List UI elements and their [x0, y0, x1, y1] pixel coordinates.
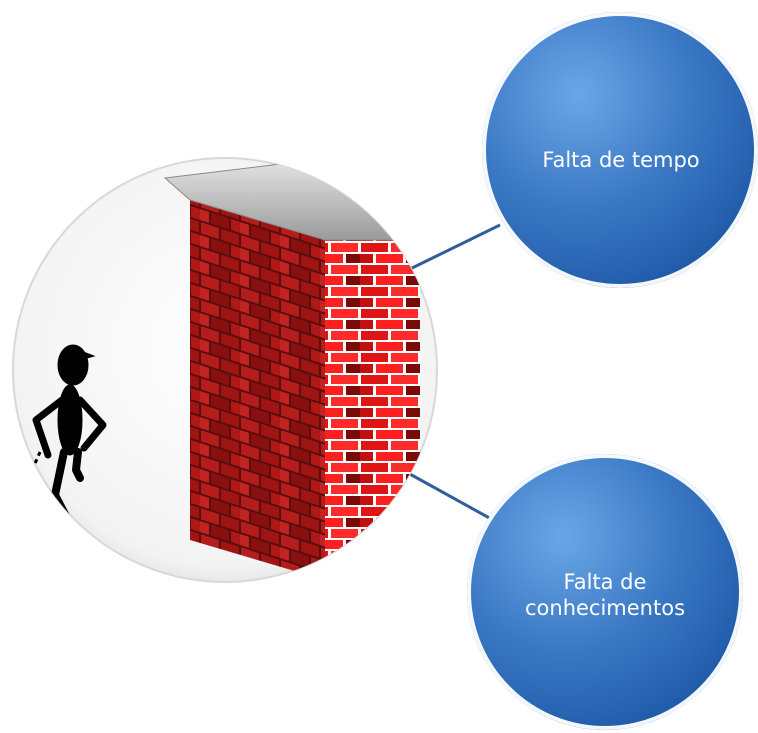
connector-bottom [407, 471, 494, 522]
brick-wall-front [325, 235, 420, 582]
connector-top [407, 223, 501, 272]
node-bottom-label: Falta de conhecimentos [524, 569, 686, 620]
stick-figure-icon [28, 344, 107, 524]
node-top-label: Falta de tempo [542, 147, 700, 172]
node-bottom-bubble [467, 454, 743, 730]
wall-picture [12, 157, 438, 583]
brick-wall-side [190, 195, 325, 580]
node-top-bubble [482, 12, 758, 288]
